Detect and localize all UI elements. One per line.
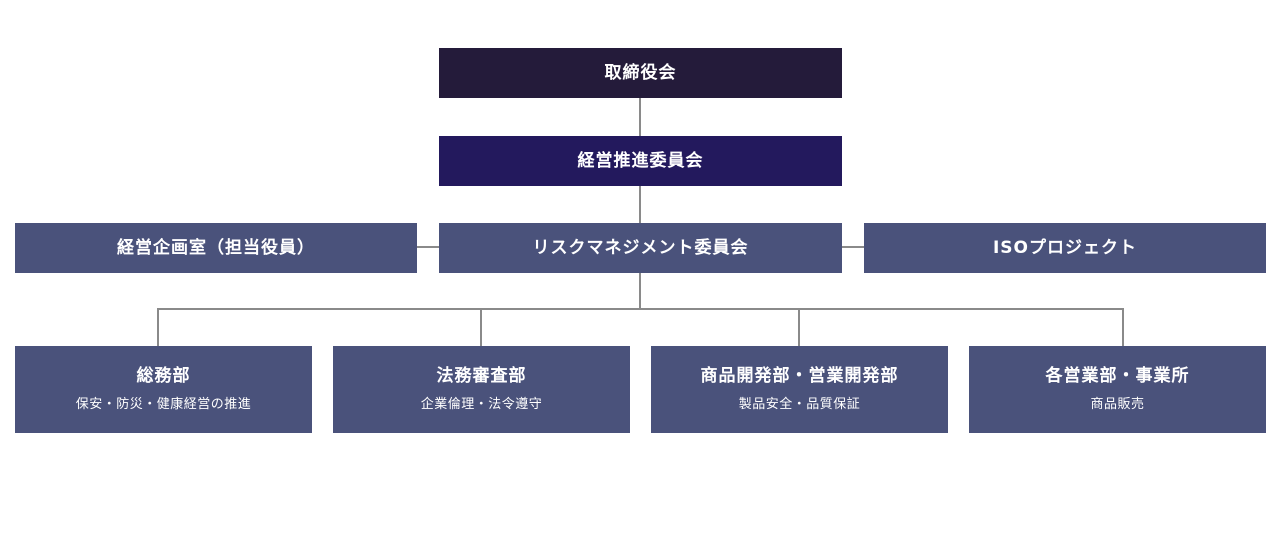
department-name: 各営業部・事業所 xyxy=(1045,366,1190,386)
connector-risk-bus xyxy=(639,273,641,309)
board-label: 取締役会 xyxy=(604,62,677,83)
connector-dept-4 xyxy=(1122,308,1124,346)
department-role: 保安・防災・健康経営の推進 xyxy=(75,397,252,413)
connector-exec-risk xyxy=(639,186,641,223)
department-name: 商品開発部・営業開発部 xyxy=(700,366,899,386)
exec-committee-label: 経営推進委員会 xyxy=(577,150,704,171)
connector-board-exec xyxy=(639,98,641,136)
department-role: 製品安全・品質保証 xyxy=(738,397,861,413)
connector-dept-2 xyxy=(480,308,482,346)
department-role: 商品販売 xyxy=(1090,397,1145,413)
department-name: 法務審査部 xyxy=(436,366,527,386)
exec-committee-box: 経営推進委員会 xyxy=(439,136,842,186)
department-box: 総務部 保安・防災・健康経営の推進 xyxy=(15,346,312,433)
iso-project-label: ISOプロジェクト xyxy=(992,237,1138,258)
board-box: 取締役会 xyxy=(439,48,842,98)
planning-office-label: 経営企画室（担当役員） xyxy=(117,237,315,258)
iso-project-box: ISOプロジェクト xyxy=(864,223,1266,273)
connector-dept-1 xyxy=(157,308,159,346)
planning-office-box: 経営企画室（担当役員） xyxy=(15,223,417,273)
department-name: 総務部 xyxy=(136,366,191,386)
risk-committee-box: リスクマネジメント委員会 xyxy=(439,223,842,273)
connector-planning-risk xyxy=(417,246,440,248)
department-role: 企業倫理・法令遵守 xyxy=(420,397,543,413)
department-box: 法務審査部 企業倫理・法令遵守 xyxy=(333,346,630,433)
department-box: 各営業部・事業所 商品販売 xyxy=(969,346,1266,433)
department-box: 商品開発部・営業開発部 製品安全・品質保証 xyxy=(651,346,948,433)
connector-department-bus xyxy=(157,308,1124,310)
risk-committee-label: リスクマネジメント委員会 xyxy=(532,237,749,258)
connector-risk-iso xyxy=(842,246,864,248)
connector-dept-3 xyxy=(798,308,800,346)
